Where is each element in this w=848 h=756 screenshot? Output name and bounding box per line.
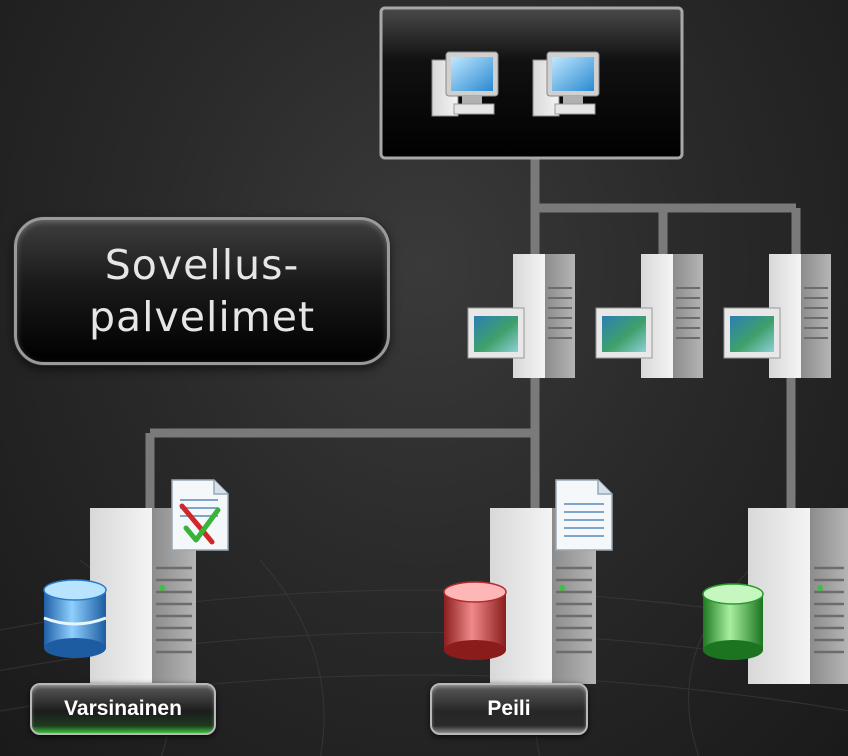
- database-cylinder-icon: [443, 581, 507, 660]
- app-servers-label: Sovellus- palvelimet: [14, 217, 390, 365]
- client-computer-icon: [532, 51, 600, 117]
- mirror-database-label: Peili: [430, 683, 588, 735]
- database-cylinder-icon: [43, 579, 107, 658]
- client-computer-icon: [431, 51, 499, 117]
- log-document-icon: [171, 479, 229, 551]
- application-server-icon: [723, 254, 831, 378]
- application-server-icon: [595, 254, 703, 378]
- app-servers-label-line-1: Sovellus-: [104, 241, 300, 289]
- primary-database-label: Varsinainen: [30, 683, 216, 735]
- application-server-icon: [467, 254, 575, 378]
- database-cylinder-icon: [702, 583, 764, 660]
- connector-lines: [145, 155, 801, 510]
- document-icon: [555, 479, 613, 551]
- client-computers-box: [379, 6, 684, 160]
- app-servers-label-line-2: palvelimet: [88, 293, 316, 341]
